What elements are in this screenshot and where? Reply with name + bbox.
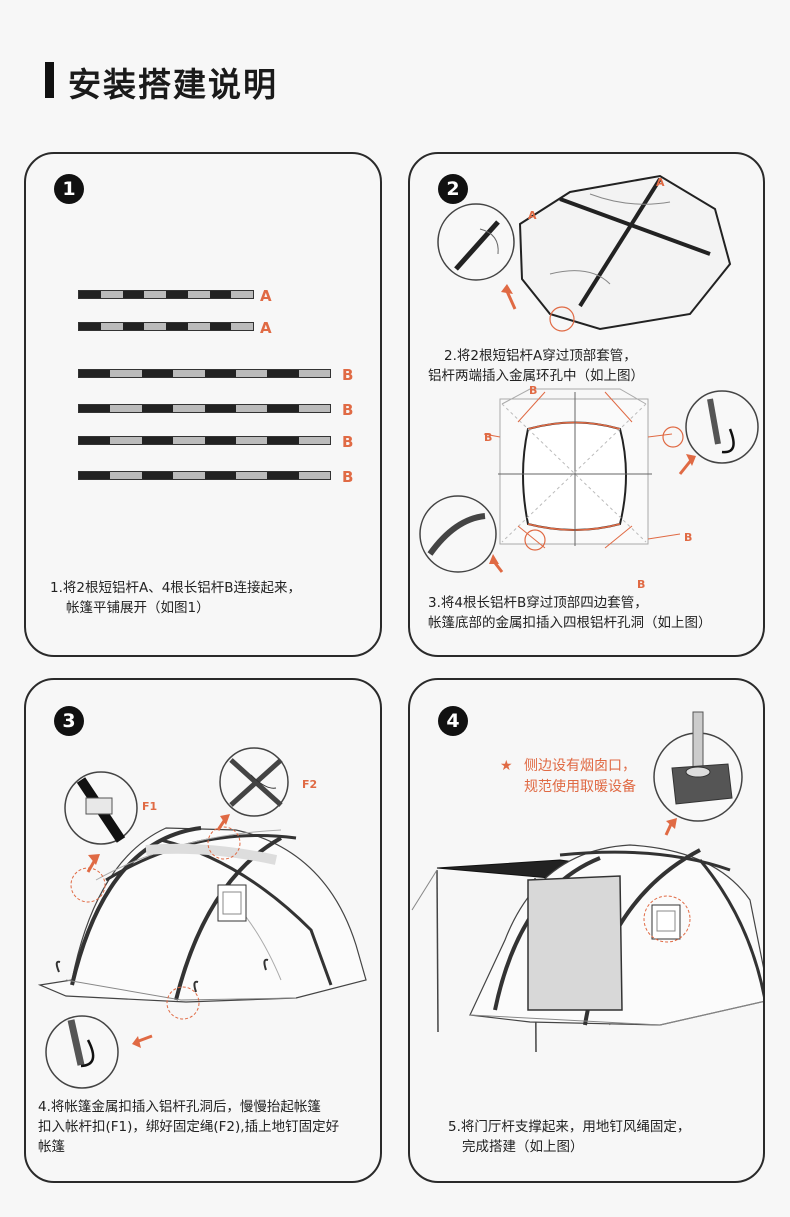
step1-caption-line1: 1.将2根短铝杆A、4根长铝杆B连接起来， xyxy=(50,578,301,598)
step2-panel: 2 xyxy=(408,152,765,657)
step4-caption-line1: 5.将门厅杆支撑起来，用地钉风绳固定， xyxy=(448,1117,690,1137)
step1-panel: 1 A A B B B B 1.将2根短铝杆A、4根长铝杆B连接起来， 帐篷平铺… xyxy=(24,152,382,657)
pole-a-2 xyxy=(78,322,254,331)
pole-label-b-1: B xyxy=(342,366,353,384)
pole-label-b-4: B xyxy=(342,468,353,486)
step2-label-b-right: B xyxy=(684,531,692,544)
step2-label-b-bottom: B xyxy=(637,578,645,591)
step3-caption-line2: 扣入帐杆扣(F1)，绑好固定绳(F2),插上地钉固定好 xyxy=(38,1117,339,1137)
step4-note-line2: 规范使用取暖设备 xyxy=(524,777,636,798)
step3-caption-line1: 3.将4根长铝杆B穿过顶部四边套管， xyxy=(428,593,648,613)
step3-caption-line2: 帐篷底部的金属扣插入四根铝杆孔洞（如上图） xyxy=(428,613,712,633)
step1-caption-line2: 帐篷平铺展开（如图1） xyxy=(66,598,210,618)
page-title: 安装搭建说明 xyxy=(68,58,278,106)
step4-caption-line2: 完成搭建（如上图） xyxy=(462,1137,584,1157)
pole-label-b-3: B xyxy=(342,433,353,451)
step2-label-b-left: B xyxy=(484,431,492,444)
pole-b-1 xyxy=(78,369,331,378)
step2-label-a2: A xyxy=(528,209,537,222)
pole-label-a-2: A xyxy=(260,319,272,337)
step2-caption-line1: 2.将2根短铝杆A穿过顶部套管， xyxy=(444,346,637,366)
step3-label-f1: F1 xyxy=(142,800,157,813)
pole-a-1 xyxy=(78,290,254,299)
step3-caption-line3: 帐篷 xyxy=(38,1137,65,1157)
pole-label-a-1: A xyxy=(260,287,272,305)
step3-panel: 3 F1 xyxy=(24,678,382,1183)
pole-b-3 xyxy=(78,436,331,445)
pole-b-4 xyxy=(78,471,331,480)
step3-label-f2: F2 xyxy=(302,778,317,791)
title-bar xyxy=(45,62,54,98)
step4-note-line1: 侧边设有烟囱口， xyxy=(524,756,636,777)
step3-caption-line1: 4.将帐篷金属扣插入铝杆孔洞后，慢慢抬起帐篷 xyxy=(38,1097,321,1117)
step1-number-badge: 1 xyxy=(54,174,84,204)
pole-label-b-2: B xyxy=(342,401,353,419)
step2-caption-line2: 铝杆两端插入金属环孔中（如上图） xyxy=(428,366,644,386)
step2-illustration xyxy=(410,154,765,657)
pole-b-2 xyxy=(78,404,331,413)
step2-label-a1: A xyxy=(656,176,665,189)
step4-star-icon: ★ xyxy=(500,756,513,777)
step4-panel: 4 ★ 侧边设有烟囱口， 规范使用取暖设备 5.将门厅杆支撑起来，用地钉风绳固定… xyxy=(408,678,765,1183)
step2-label-b-top: B xyxy=(529,384,537,397)
